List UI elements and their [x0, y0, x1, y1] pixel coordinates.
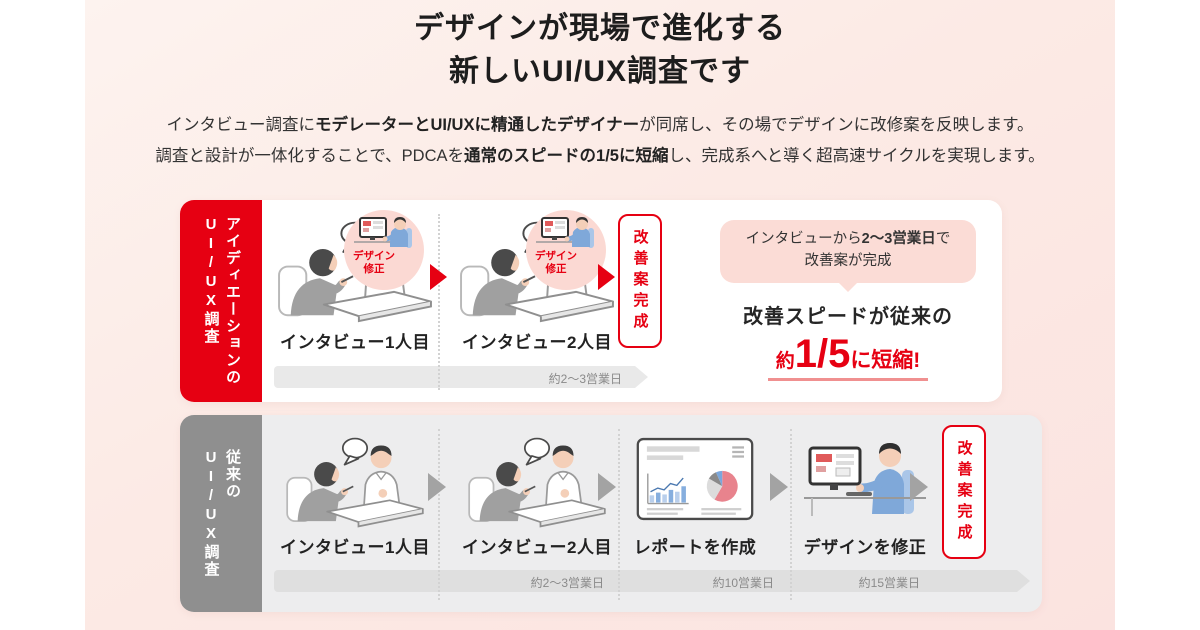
bubble-line-1: インタビューから2〜3営業日で	[745, 231, 951, 247]
panel-ideation-uiux: アイディエーションの UI/UX調査	[180, 200, 1002, 402]
interview-illustration	[281, 429, 429, 529]
title-line-1: デザインが現場で進化する	[414, 12, 786, 45]
design-fix-overlay: デザイン 修正	[344, 210, 424, 290]
interview-scene-icon	[286, 437, 424, 528]
panel-ideation-label: アイディエーションの UI/UX調査	[180, 200, 262, 402]
step-label-interview-1: インタビュー1人目	[280, 538, 430, 557]
report-illustration	[636, 429, 754, 529]
stat-value: 1/5	[794, 331, 851, 376]
step-interview-1: デザイン 修正 インタビュー1人目	[270, 210, 440, 353]
result-headline: 改善スピードが従来の	[743, 305, 953, 328]
panel-ideation-label-text: アイディエーションの UI/UX調査	[202, 216, 242, 386]
intro-text: インタビュー調査にモデレーターとUI/UXに精通したデザイナーが同席し、その場で…	[0, 110, 1200, 171]
step-label-design-fix: デザインを修正	[803, 538, 927, 557]
arrow-right-icon	[598, 473, 616, 501]
panel-conventional-uiux: 従来の UI/UX調査	[180, 415, 1042, 612]
panel-conventional-label-text: 従来の UI/UX調査	[202, 449, 242, 578]
dotted-divider	[438, 429, 440, 600]
designer-at-monitor-icon	[354, 217, 412, 248]
timeline-duration-3: 約15営業日	[858, 576, 920, 590]
interview-scene-icon	[468, 437, 606, 528]
result-stat: 約1/5に短縮!	[767, 331, 929, 381]
timeline-duration-2: 約10営業日	[712, 576, 774, 590]
timeline-duration: 約2〜3営業日	[548, 372, 622, 386]
arrow-right-icon	[430, 264, 447, 290]
result-summary: インタビューから2〜3営業日で 改善案が完成 改善スピードが従来の 約1/5に短…	[698, 214, 998, 381]
step-report: レポートを作成	[628, 429, 762, 558]
step-label-interview-2: インタビュー2人目	[462, 538, 612, 557]
dotted-divider	[438, 214, 440, 390]
arrow-right-icon	[598, 264, 615, 290]
stat-prefix: 約	[775, 350, 795, 372]
arrow-right-icon	[910, 473, 928, 501]
intro-line2: 調査と設計が一体化することで、PDCAを通常のスピードの1/5に短縮し、完成系へ…	[155, 146, 1045, 165]
step-interview-2: デザイン 修正 インタビュー2人目	[452, 210, 622, 353]
timeline-bar-old: 約2〜3営業日 約10営業日 約15営業日	[274, 570, 1030, 592]
arrow-right-icon	[770, 473, 788, 501]
intro-line1: インタビュー調査にモデレーターとUI/UXに精通したデザイナーが同席し、その場で…	[166, 116, 1034, 134]
panel-conventional-label: 従来の UI/UX調査	[180, 415, 262, 612]
report-chart-icon	[636, 437, 754, 521]
design-fix-overlay: デザイン 修正	[526, 210, 606, 290]
step-interview-2: インタビュー2人目	[452, 429, 622, 558]
panel-conventional-body: インタビュー1人目	[262, 415, 1042, 612]
designer-at-monitor-icon	[536, 217, 594, 248]
panel-ideation-body: デザイン 修正 インタビュー1人目	[262, 200, 1002, 402]
timeline-duration-1: 約2〜3営業日	[530, 576, 604, 590]
stat-suffix: に短縮!	[850, 348, 921, 372]
dotted-divider	[790, 429, 792, 600]
step-label-interview-1: インタビュー1人目	[280, 333, 430, 352]
improvement-complete-badge: 改善案完成	[942, 425, 986, 559]
design-fix-label: デザイン 修正	[353, 250, 395, 275]
arrow-right-icon	[428, 473, 446, 501]
design-fix-label: デザイン 修正	[535, 250, 577, 275]
step-interview-1: インタビュー1人目	[270, 429, 440, 558]
step-design-fix: デザインを修正	[798, 429, 932, 558]
bubble-line-2: 改善案が完成	[804, 252, 892, 269]
result-speech-bubble: インタビューから2〜3営業日で 改善案が完成	[720, 220, 976, 283]
step-label-report: レポートを作成	[633, 538, 757, 557]
step-label-interview-2: インタビュー2人目	[462, 333, 612, 352]
title-line-2: 新しいUI/UX調査です	[448, 54, 751, 88]
improvement-complete-badge: 改善案完成	[618, 214, 662, 348]
interview-illustration	[463, 429, 611, 529]
page-title: デザインが現場で進化する 新しいUI/UX調査です	[0, 8, 1200, 93]
timeline-bar-new: 約2〜3営業日	[274, 366, 648, 388]
dotted-divider	[618, 429, 620, 600]
